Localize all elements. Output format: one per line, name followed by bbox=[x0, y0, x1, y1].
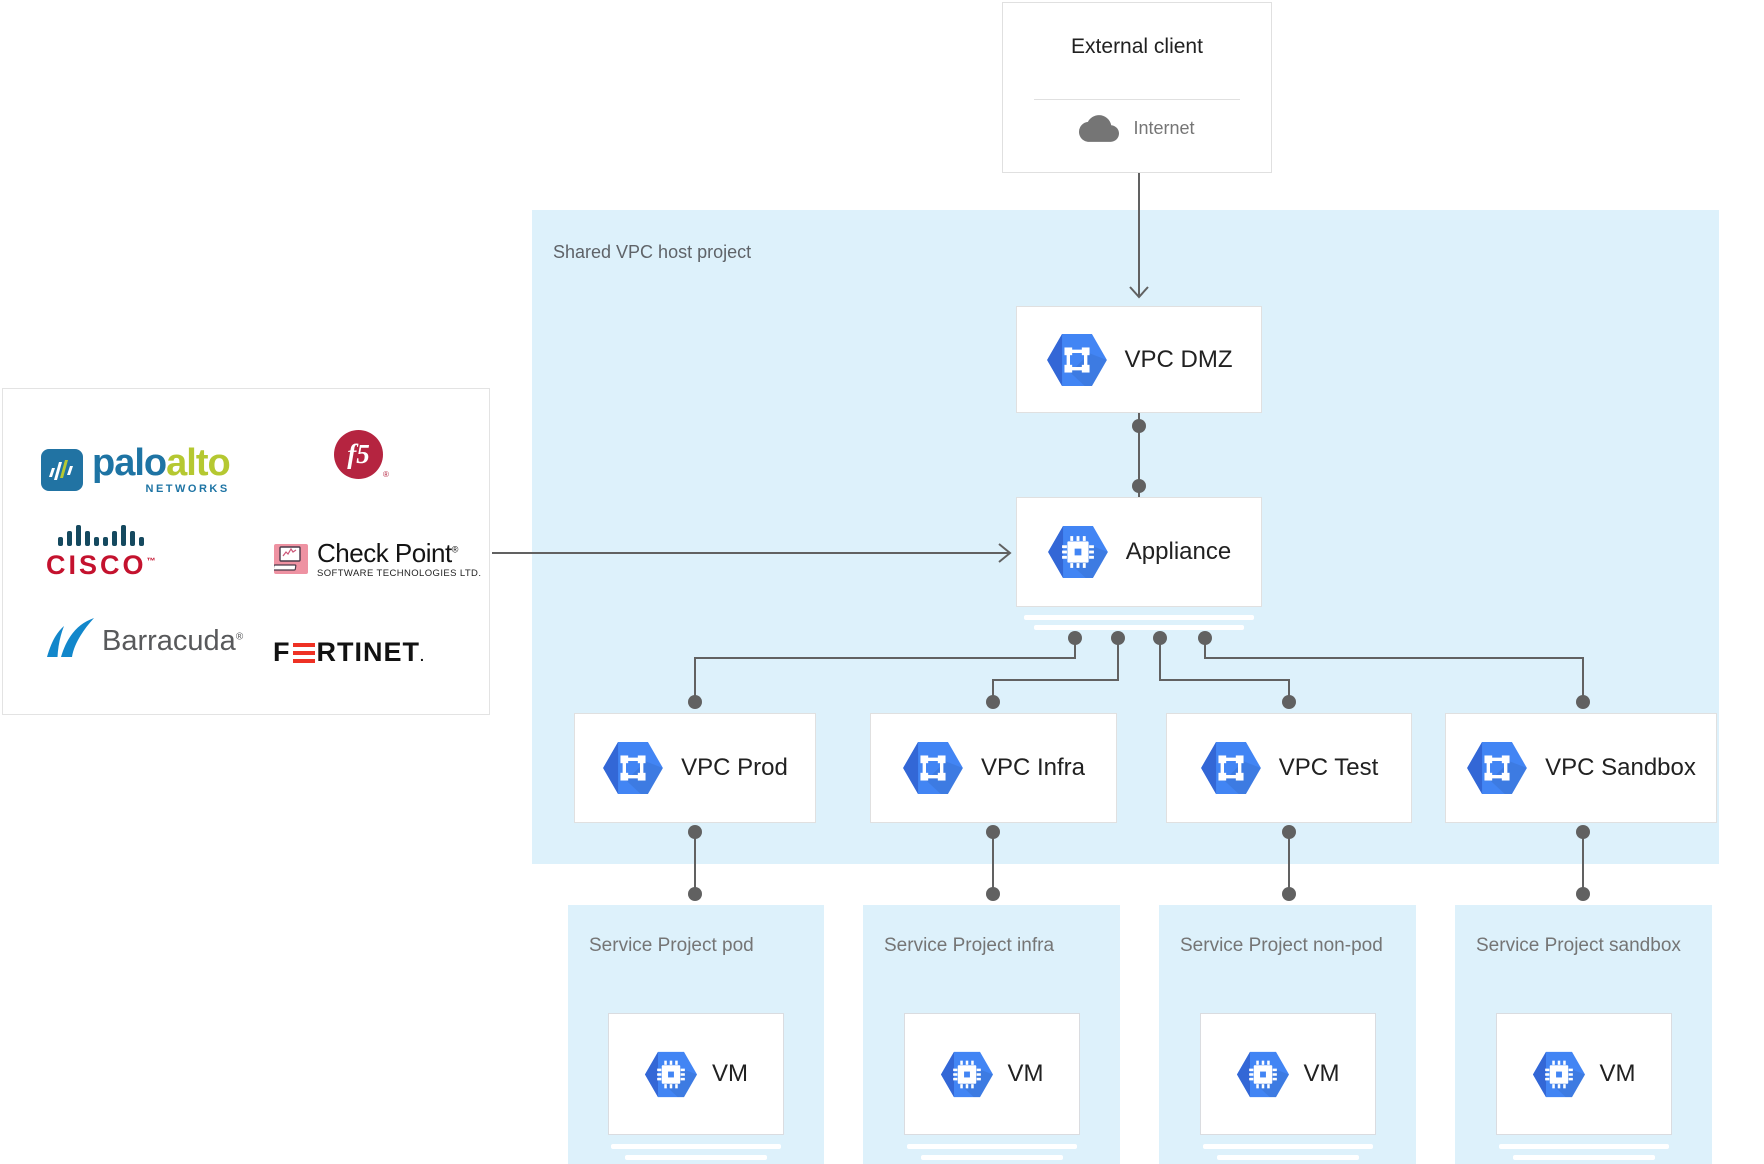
vm-label: VM bbox=[712, 1060, 748, 1087]
fortinet-rest: RTINET bbox=[316, 637, 420, 667]
cloud-icon bbox=[1079, 115, 1120, 142]
palo-alto-word2: alto bbox=[166, 442, 231, 484]
internet-row: Internet bbox=[1003, 115, 1271, 142]
cisco-bridge-icon bbox=[57, 525, 144, 546]
vm-chip-icon bbox=[644, 1051, 698, 1097]
vpc-dmz-label: VPC DMZ bbox=[1124, 345, 1233, 373]
vm-stack-line bbox=[1216, 1155, 1359, 1160]
f5-icon: f5 bbox=[334, 430, 383, 479]
vm-card: VM bbox=[1495, 1013, 1672, 1135]
cisco-wordmark: CISCO bbox=[46, 550, 147, 580]
f5-logo: f5 ® bbox=[334, 430, 389, 479]
vm-stack-line bbox=[1512, 1155, 1655, 1160]
vm-chip-icon bbox=[1236, 1051, 1289, 1097]
vpc-network-icon bbox=[903, 741, 963, 795]
vpc-sandbox-label: VPC Sandbox bbox=[1545, 754, 1696, 781]
service-project-label: Service Project non-pod bbox=[1180, 935, 1383, 956]
palo-alto-icon bbox=[41, 448, 83, 491]
vm-stack-line bbox=[1202, 1144, 1373, 1149]
palo-alto-sub: NETWORKS bbox=[145, 483, 230, 495]
service-project-pod: Service Project pod VM bbox=[568, 905, 824, 1164]
barracuda-registered-mark: ® bbox=[235, 631, 244, 643]
fortinet-o-icon bbox=[292, 642, 315, 663]
vpc-dmz-node: VPC DMZ bbox=[1016, 306, 1262, 413]
divider bbox=[1034, 99, 1240, 100]
fortinet-f: F bbox=[273, 637, 291, 667]
vpc-network-icon bbox=[1046, 333, 1107, 386]
vm-label: VM bbox=[1007, 1060, 1044, 1087]
vm-chip-icon bbox=[940, 1051, 993, 1097]
cisco-trademark: ™ bbox=[146, 556, 156, 566]
f5-registered-mark: ® bbox=[383, 470, 389, 479]
check-point-sub: SOFTWARE TECHNOLOGIES LTD. bbox=[317, 568, 482, 579]
check-point-icon bbox=[274, 544, 308, 575]
vpc-test-label: VPC Test bbox=[1278, 754, 1379, 781]
check-point-registered-mark: ® bbox=[451, 544, 459, 555]
appliance-node: Appliance bbox=[1016, 497, 1262, 607]
vpc-test-node: VPC Test bbox=[1166, 713, 1412, 823]
service-project-non-pod: Service Project non-pod VM bbox=[1159, 905, 1416, 1164]
vm-stack-line bbox=[906, 1144, 1077, 1149]
host-project-label: Shared VPC host project bbox=[553, 242, 752, 262]
service-project-infra: Service Project infra VM bbox=[863, 905, 1120, 1164]
vpc-prod-label: VPC Prod bbox=[681, 754, 788, 781]
vm-card: VM bbox=[1199, 1013, 1376, 1135]
vm-chip-icon bbox=[1532, 1051, 1585, 1097]
vm-stack-line bbox=[611, 1144, 781, 1149]
palo-alto-word1: palo bbox=[92, 442, 167, 484]
vpc-network-icon bbox=[603, 741, 664, 795]
vm-card: VM bbox=[608, 1013, 784, 1135]
vpc-network-icon bbox=[1200, 741, 1261, 795]
vpc-sandbox-node: VPC Sandbox bbox=[1445, 713, 1717, 823]
fortinet-logo: F RTINET . bbox=[273, 639, 424, 666]
appliance-label: Appliance bbox=[1125, 538, 1232, 565]
vpc-prod-node: VPC Prod bbox=[574, 713, 816, 823]
service-project-label: Service Project pod bbox=[589, 935, 754, 956]
service-project-sandbox: Service Project sandbox VM bbox=[1455, 905, 1712, 1164]
vm-label: VM bbox=[1303, 1060, 1340, 1087]
appliance-chip-icon bbox=[1047, 525, 1108, 579]
vpc-infra-node: VPC Infra bbox=[870, 713, 1117, 823]
vpc-infra-label: VPC Infra bbox=[980, 754, 1086, 781]
vpc-network-icon bbox=[1467, 741, 1528, 795]
service-project-label: Service Project infra bbox=[884, 935, 1055, 956]
external-client-title: External client bbox=[1071, 35, 1203, 58]
internet-label: Internet bbox=[1133, 118, 1195, 138]
cisco-logo: CISCO™ bbox=[46, 525, 156, 581]
vm-label: VM bbox=[1599, 1060, 1636, 1087]
vm-stack-line bbox=[1498, 1144, 1669, 1149]
vendor-logos-panel: paloalto NETWORKS f5 ® CISCO™ Check Poin… bbox=[2, 388, 490, 715]
check-point-wordmark: Check Point bbox=[317, 538, 452, 568]
service-project-label: Service Project sandbox bbox=[1476, 935, 1681, 956]
vm-stack-line bbox=[625, 1155, 767, 1160]
fortinet-dot: . bbox=[420, 648, 424, 664]
barracuda-icon bbox=[47, 618, 94, 657]
vm-stack-line bbox=[920, 1155, 1063, 1160]
external-client-card: External client Internet bbox=[1002, 2, 1272, 173]
vm-card: VM bbox=[903, 1013, 1080, 1135]
barracuda-logo: Barracuda® bbox=[44, 617, 243, 659]
check-point-logo: Check Point® SOFTWARE TECHNOLOGIES LTD. bbox=[274, 540, 481, 579]
barracuda-wordmark: Barracuda bbox=[102, 625, 236, 657]
palo-alto-networks-logo: paloalto NETWORKS bbox=[41, 442, 231, 495]
